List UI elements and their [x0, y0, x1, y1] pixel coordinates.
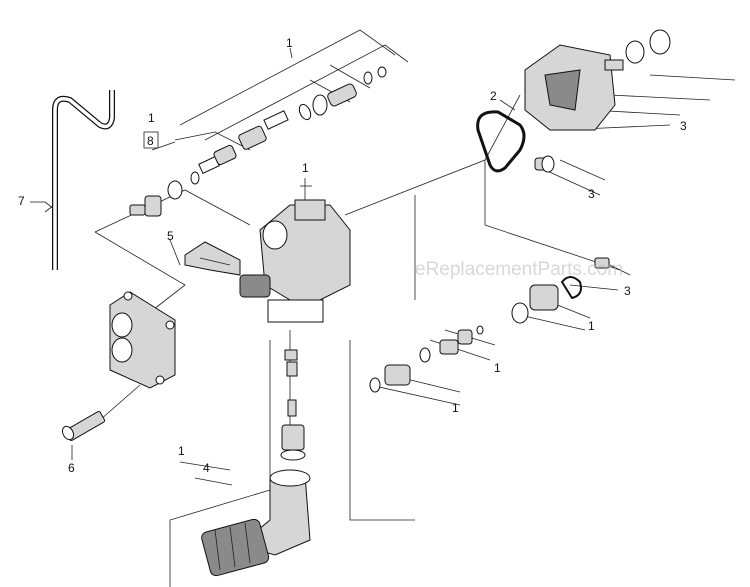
valve-kit-part-1-top [238, 66, 387, 150]
valve-kit-part-8 [129, 144, 237, 217]
callout-8: 8 [147, 134, 154, 148]
callout-6: 6 [68, 461, 75, 475]
callout-3-mid: 3 [588, 187, 595, 201]
valve-parts-middle [369, 325, 484, 393]
callout-4: 4 [203, 461, 210, 475]
pump-housing-part-1 [239, 199, 351, 323]
callout-7: 7 [18, 194, 25, 208]
callout-1-top: 1 [286, 36, 293, 50]
bracket-part-5 [184, 241, 241, 276]
callout-1-right: 1 [588, 319, 595, 333]
valve-part-3-mid [534, 155, 555, 173]
valve-block-housing [109, 291, 176, 389]
callout-1-lower-left: 1 [178, 444, 185, 458]
callout-1-left: 1 [148, 111, 155, 125]
callout-1-center: 1 [302, 161, 309, 175]
hose-part-7 [52, 90, 115, 270]
elbow-outlet-part-4 [201, 469, 311, 577]
callout-box-8 [143, 131, 159, 149]
callout-1-mid: 1 [494, 361, 501, 375]
valve-assembly-right [511, 257, 610, 324]
fittings-center [280, 349, 306, 461]
seal-part-2 [476, 110, 526, 173]
watermark-text: eReplacementParts.com [415, 259, 623, 280]
pump-head-part-3 [524, 29, 671, 131]
callout-labels: 1 1 8 1 2 3 3 3 7 5 1 1 1 6 1 4 [18, 36, 687, 475]
screw-part-6 [61, 411, 106, 441]
callout-1-bottom: 1 [452, 401, 459, 415]
callout-2: 2 [490, 89, 497, 103]
callout-3-top: 3 [680, 119, 687, 133]
callout-5: 5 [167, 229, 174, 243]
callout-3-low: 3 [624, 284, 631, 298]
